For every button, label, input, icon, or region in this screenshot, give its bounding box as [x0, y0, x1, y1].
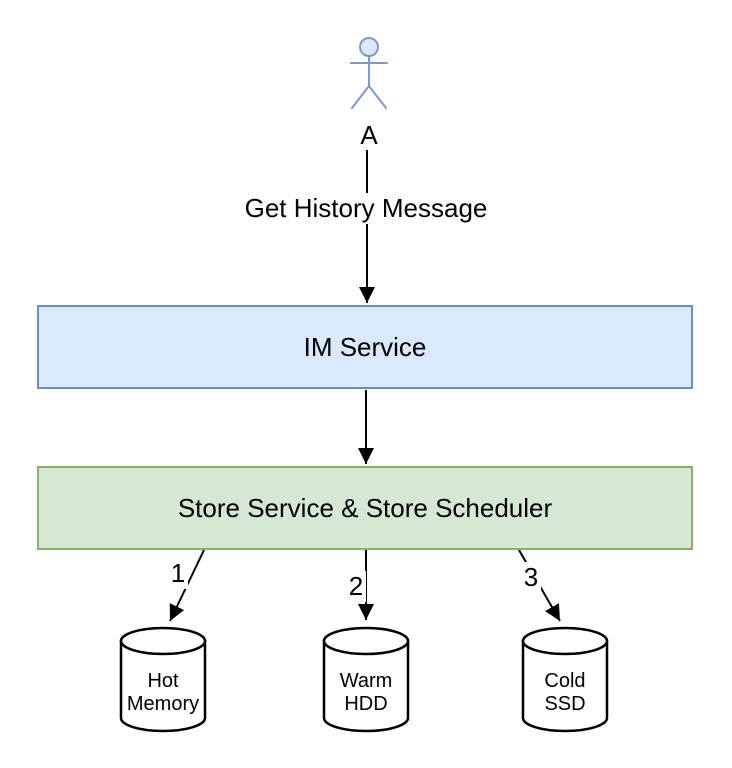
actor-person-icon: [350, 37, 388, 109]
node-label-store-service: Store Service & Store Scheduler: [38, 467, 692, 549]
edge-label-text: 1: [167, 557, 189, 589]
cylinder-top: [119, 626, 207, 656]
actor-label-text: A: [360, 119, 378, 150]
node-label-im-service: IM Service: [38, 306, 692, 388]
node-label-text: IM Service: [303, 331, 427, 362]
cylinder-label-line2: Memory: [126, 693, 200, 715]
cylinder-label-line1: Warm: [339, 670, 393, 692]
cylinder-body: [521, 639, 609, 733]
cylinder-label-line2: SSD: [544, 693, 586, 715]
cylinder-label-hot-memory: Hot Memory: [113, 669, 213, 717]
edge-label-3: 3: [511, 561, 551, 593]
cylinder-warm-hdd: [322, 626, 410, 733]
cylinder-top: [322, 626, 410, 656]
actor-head: [359, 37, 379, 57]
cylinder-body: [322, 639, 410, 733]
edge-label-1: 1: [158, 557, 198, 589]
edge-label-get-history-message: Get History Message: [216, 192, 516, 224]
cylinder-hot-memory: [119, 626, 207, 733]
cylinder-label-line1: Cold: [544, 670, 586, 692]
cylinder-body: [119, 639, 207, 733]
node-label-text: Store Service & Store Scheduler: [177, 492, 553, 523]
edge-label-text: 2: [345, 570, 367, 602]
cylinder-label-line2: HDD: [344, 693, 388, 715]
actor-label: A: [329, 120, 409, 150]
cylinder-label-cold-ssd: Cold SSD: [515, 669, 615, 717]
cylinder-label-line1: Hot: [147, 670, 179, 692]
actor-leg-right: [368, 85, 387, 109]
node-im-service: [37, 305, 693, 389]
cylinder-label-warm-hdd: Warm HDD: [316, 669, 416, 717]
cylinder-cold-ssd: [521, 626, 609, 733]
actor-leg-left: [351, 85, 370, 109]
edge-label-text: Get History Message: [241, 192, 491, 224]
node-store-service: [37, 466, 693, 550]
edge-label-2: 2: [336, 570, 376, 602]
edge-label-text: 3: [520, 561, 542, 593]
cylinder-top: [521, 626, 609, 656]
